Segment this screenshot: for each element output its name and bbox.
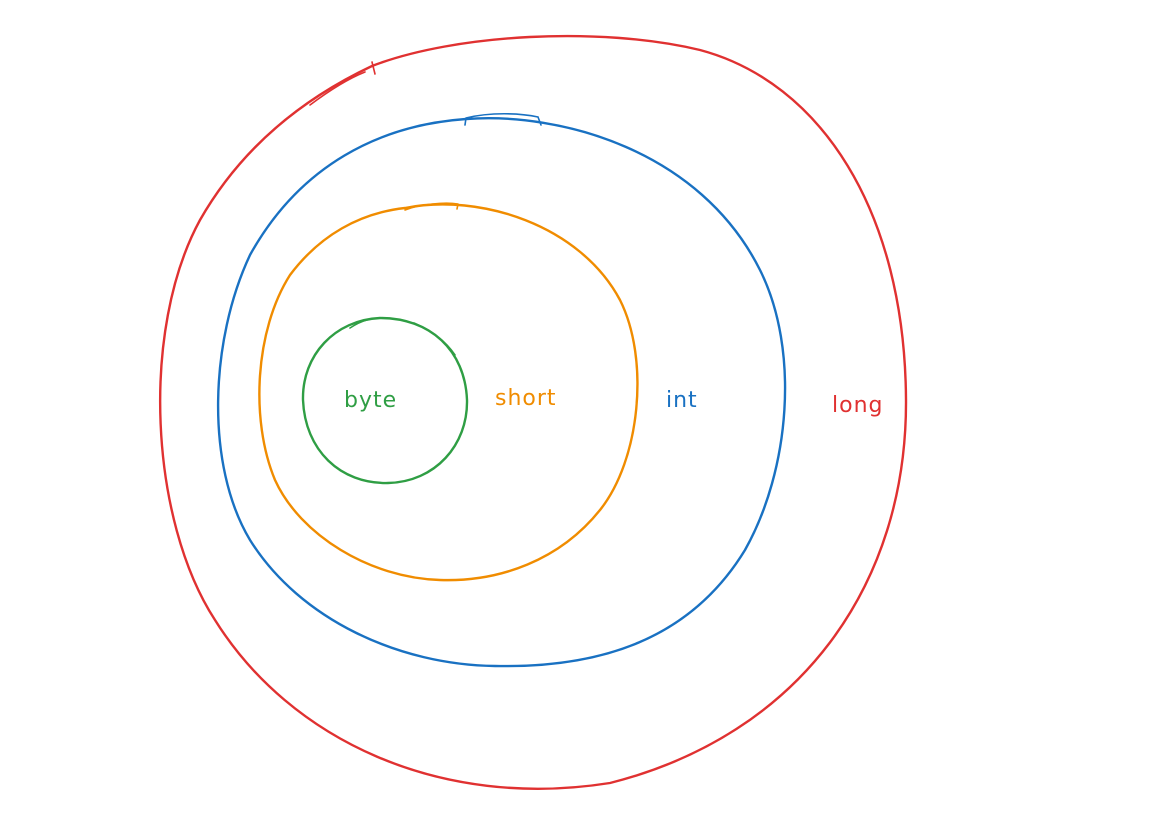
ring-int-label: int xyxy=(666,388,698,413)
ring-long: long xyxy=(159,34,908,790)
ring-long-circle-overdraw xyxy=(309,61,376,106)
ring-long-label: long xyxy=(832,393,883,418)
ring-byte: byte xyxy=(301,316,469,485)
ring-short: short xyxy=(258,202,639,582)
ring-int: int xyxy=(216,112,787,668)
ring-int-circle xyxy=(216,117,787,668)
ring-byte-label: byte xyxy=(344,388,397,413)
ring-byte-circle xyxy=(301,316,469,485)
ring-short-circle-overdraw xyxy=(404,202,459,211)
ring-int-circle-overdraw xyxy=(464,112,542,126)
ring-long-circle xyxy=(159,34,908,790)
ring-short-label: short xyxy=(495,386,557,411)
ring-short-circle xyxy=(258,203,639,582)
ring-byte-circle-overdraw xyxy=(349,317,456,356)
